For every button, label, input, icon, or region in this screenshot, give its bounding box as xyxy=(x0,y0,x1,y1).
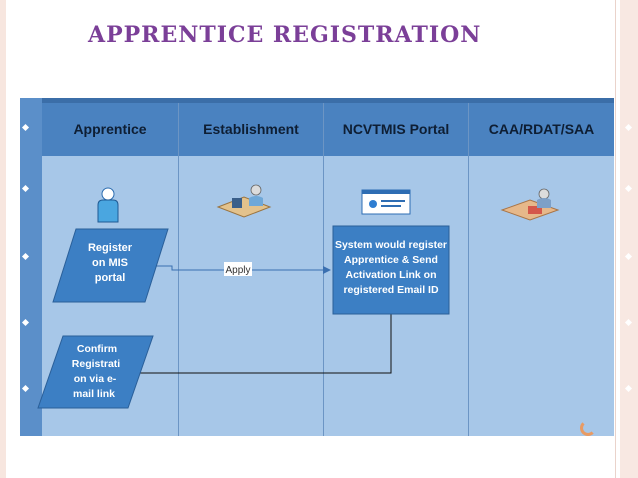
diagram-left-strip xyxy=(20,98,42,436)
apply-label-box xyxy=(224,262,252,276)
lane-header-establishment: Establishment xyxy=(203,121,299,137)
desk-documents-icon xyxy=(500,188,560,221)
system-line-3: Activation Link on xyxy=(345,269,436,281)
activation-connector xyxy=(138,314,392,374)
lane-header-apprentice: Apprentice xyxy=(73,121,147,137)
web-portal-icon xyxy=(361,189,411,215)
system-line-2: Apprentice & Send xyxy=(344,254,438,266)
confirm-line-4: mail link xyxy=(73,388,115,400)
lane-header-row xyxy=(42,98,614,156)
left-decor-band xyxy=(0,0,6,478)
confirm-line-2: Registrati xyxy=(72,358,121,370)
person-icon xyxy=(97,187,119,223)
system-line-1: System would register xyxy=(335,239,447,251)
right-decor-line xyxy=(615,0,616,478)
system-process-box: System would register Apprentice & Send … xyxy=(332,225,450,315)
lane-header-ncvtmis-portal: NCVTMIS Portal xyxy=(342,121,450,137)
right-decor-band xyxy=(620,0,638,478)
slide-title: APPRENTICE REGISTRATION xyxy=(88,22,482,48)
register-shape: Register on MIS portal xyxy=(52,228,169,303)
lane-header-caa-rdat-saa: CAA/RDAT/SAA xyxy=(488,121,595,137)
confirm-line-1: Confirm xyxy=(77,343,117,355)
confirm-line-3: on via e- xyxy=(74,373,117,385)
apply-label: Apply xyxy=(225,265,250,276)
register-line-2: on MIS xyxy=(92,257,128,269)
register-line-3: portal xyxy=(95,272,126,284)
register-line-1: Register xyxy=(88,242,133,254)
corner-decoration xyxy=(580,420,596,436)
lane-divider xyxy=(468,103,469,436)
desk-worker-icon xyxy=(216,184,272,218)
confirm-shape: Confirm Registrati on via e- mail link xyxy=(37,335,154,409)
system-line-4: registered Email ID xyxy=(343,284,439,296)
